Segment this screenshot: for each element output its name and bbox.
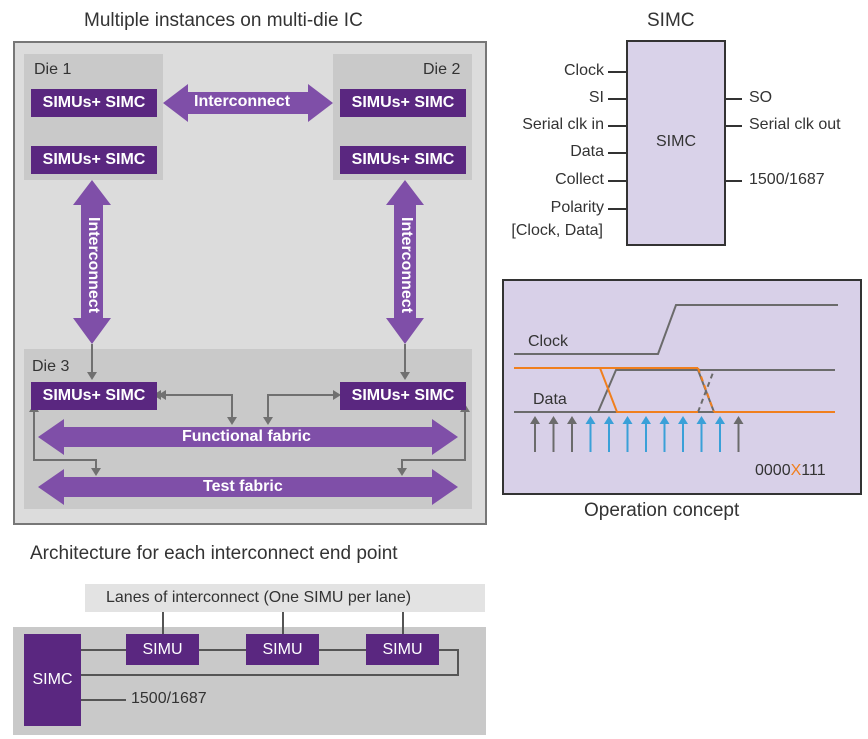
timing-data-label: Data bbox=[533, 391, 567, 408]
data-waveform-orange bbox=[514, 367, 698, 413]
simu-3: SIMU bbox=[366, 634, 439, 665]
test-fabric-arrow bbox=[38, 469, 458, 505]
pattern-readout: 0000X111 bbox=[755, 462, 826, 480]
pin-data: Data bbox=[570, 143, 604, 160]
sample-arrow-head-10 bbox=[696, 416, 707, 424]
pin-so: SO bbox=[749, 89, 773, 106]
architecture-port-label: 1500/1687 bbox=[131, 690, 207, 707]
functional-fabric-arrow bbox=[38, 419, 458, 455]
pattern-suffix: 111 bbox=[801, 462, 826, 479]
simu-1: SIMU bbox=[126, 634, 199, 665]
sample-arrow-head-5 bbox=[604, 416, 614, 424]
sample-arrow-head-9 bbox=[678, 416, 688, 424]
die-1-label: Die 1 bbox=[34, 61, 72, 78]
pin-collect: Collect bbox=[555, 171, 604, 188]
sample-arrow-head-7 bbox=[641, 416, 651, 424]
clock-waveform bbox=[514, 304, 838, 355]
simc-block-label: SIMC bbox=[656, 133, 696, 150]
simc-block bbox=[626, 40, 726, 246]
lanes-bar bbox=[85, 584, 485, 612]
die-3-chip-right: SIMUs+ SIMC bbox=[340, 382, 466, 410]
architecture-title: Architecture for each interconnect end p… bbox=[30, 543, 398, 564]
pin-1500-1687: 1500/1687 bbox=[749, 171, 825, 188]
die-2-chip-top: SIMUs+ SIMC bbox=[340, 89, 466, 117]
lanes-label: Lanes of interconnect (One SIMU per lane… bbox=[106, 589, 412, 606]
data-waveform-gray-low bbox=[514, 369, 715, 413]
pin-serial-clk-out: Serial clk out bbox=[749, 116, 841, 133]
simu-2: SIMU bbox=[246, 634, 319, 665]
sample-arrow-head-12 bbox=[733, 416, 744, 424]
functional-fabric-label: Functional fabric bbox=[182, 428, 311, 445]
die-1-chip-top: SIMUs+ SIMC bbox=[31, 89, 157, 117]
die-2-label: Die 2 bbox=[423, 61, 461, 78]
interconnect-arrow-right bbox=[386, 180, 424, 344]
sample-arrow-head-1 bbox=[530, 416, 540, 424]
pin-polarity-sub: [Clock, Data] bbox=[511, 222, 603, 239]
interconnect-arrow-horizontal bbox=[163, 84, 333, 122]
interconnect-label-horizontal: Interconnect bbox=[194, 93, 291, 110]
pattern-prefix: 0000 bbox=[755, 462, 791, 479]
test-fabric-label: Test fabric bbox=[203, 478, 283, 495]
sample-arrow-head-3 bbox=[567, 416, 577, 424]
operation-concept-title: Operation concept bbox=[584, 500, 740, 521]
architecture-simc: SIMC bbox=[24, 634, 81, 726]
sample-arrow-head-6 bbox=[622, 416, 633, 424]
sample-arrow-head-2 bbox=[548, 416, 559, 424]
sample-arrow-head-8 bbox=[659, 416, 670, 424]
sample-arrow-head-4 bbox=[585, 416, 596, 424]
die-2-chip-bottom: SIMUs+ SIMC bbox=[340, 146, 466, 174]
sample-arrows bbox=[530, 416, 744, 452]
die-3-chip-left: SIMUs+ SIMC bbox=[31, 382, 157, 410]
pattern-x: X bbox=[790, 462, 802, 479]
pin-polarity: Polarity bbox=[550, 199, 604, 216]
timing-clock-label: Clock bbox=[528, 333, 569, 350]
pin-si: SI bbox=[588, 89, 604, 106]
sample-arrow-head-11 bbox=[715, 416, 725, 424]
interconnect-arrow-left bbox=[73, 180, 111, 344]
simc-title: SIMC bbox=[647, 10, 695, 31]
operation-concept-panel bbox=[502, 279, 862, 495]
die-1-chip-bottom: SIMUs+ SIMC bbox=[31, 146, 157, 174]
die-3-label: Die 3 bbox=[32, 358, 70, 375]
pin-clock: Clock bbox=[563, 62, 604, 79]
multi-die-title: Multiple instances on multi-die IC bbox=[84, 10, 363, 31]
pin-serial-clk-in: Serial clk in bbox=[522, 116, 604, 133]
